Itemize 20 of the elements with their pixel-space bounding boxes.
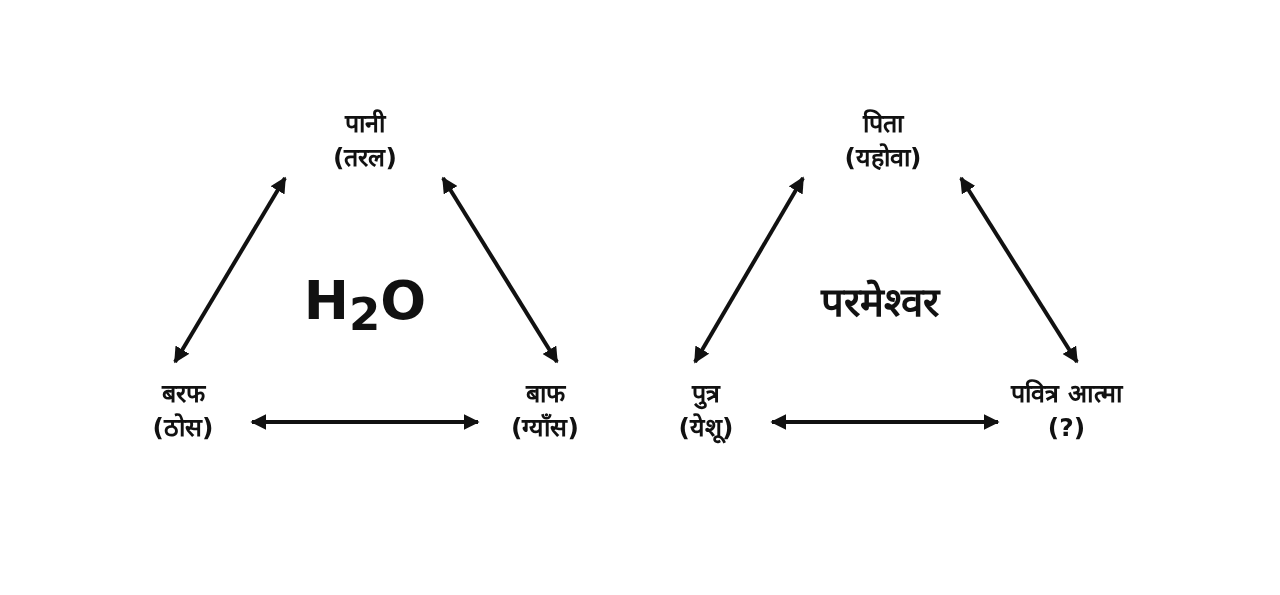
double-arrow (693, 176, 805, 364)
double-arrow (250, 414, 480, 430)
node-label: (यहोवा) (844, 142, 922, 174)
node-label: पवित्र आत्मा (1011, 378, 1122, 410)
node-label: पिता (863, 108, 903, 140)
node-label: बरफ (161, 378, 205, 410)
node-label: बाफ (525, 378, 565, 410)
node-label: (?) (1047, 412, 1086, 444)
node-label: (ग्याँस) (511, 412, 579, 444)
node-label: पुत्र (692, 378, 720, 411)
double-arrow (173, 176, 287, 364)
double-arrow (441, 176, 559, 364)
node-label: (तरल) (333, 142, 397, 174)
double-arrow (770, 414, 1000, 430)
formula-label: H$_{2}$O (303, 268, 427, 342)
node-label: (ठोस) (152, 412, 214, 444)
node-label: पानी (345, 108, 385, 140)
node-label: (येशू) (678, 412, 734, 445)
double-arrow (959, 176, 1079, 364)
center-label: परमेश्वर (821, 277, 939, 327)
